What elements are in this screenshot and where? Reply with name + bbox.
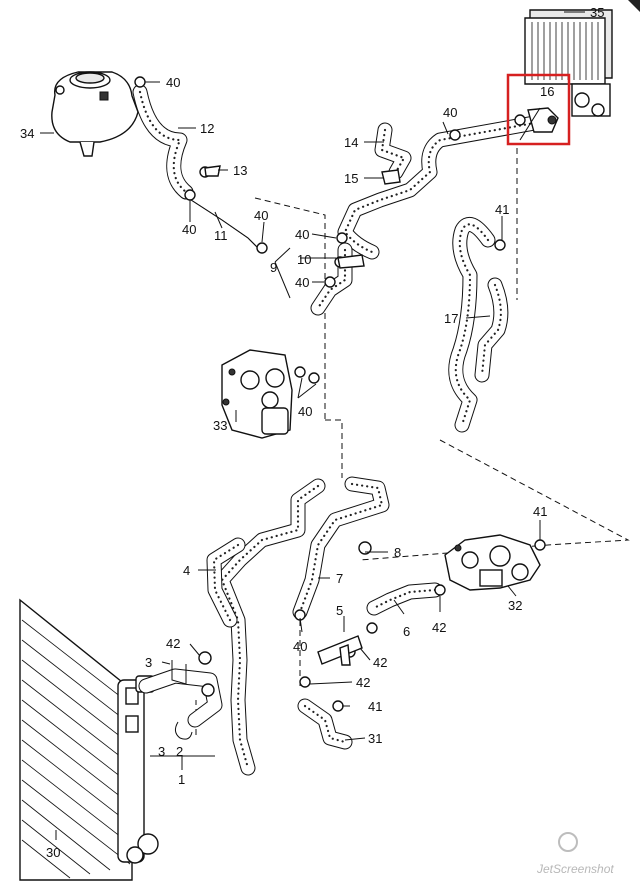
radiator [19, 598, 159, 881]
label-3: 3 [145, 655, 152, 670]
label-35: 35 [590, 5, 604, 20]
label-32: 32 [508, 598, 522, 613]
highlight-box [506, 73, 571, 146]
leader-lines [40, 11, 585, 840]
label-40: 40 [293, 639, 307, 654]
label-1: 1 [178, 772, 185, 787]
label-14: 14 [344, 135, 358, 150]
part-3 [171, 660, 193, 740]
label-13: 13 [233, 163, 247, 178]
label-40: 40 [182, 222, 196, 237]
label-33: 33 [213, 418, 227, 433]
label-3: 3 [158, 744, 165, 759]
label-2: 2 [176, 744, 183, 759]
hose-17 [448, 217, 509, 433]
label-6: 6 [403, 624, 410, 639]
hose-14 [337, 114, 548, 260]
label-4: 4 [183, 563, 190, 578]
label-42: 42 [432, 620, 446, 635]
label-15: 15 [344, 171, 358, 186]
label-40: 40 [254, 208, 268, 223]
label-7: 7 [336, 571, 343, 586]
label-42: 42 [166, 636, 180, 651]
dashed-assembly-lines [195, 148, 630, 735]
watermark: JetScreenshot [536, 832, 614, 876]
hose-12 [132, 84, 194, 200]
label-8: 8 [394, 545, 401, 560]
label-30: 30 [46, 845, 60, 860]
hose-11 [187, 197, 261, 251]
coolant-flange [221, 349, 293, 439]
label-41: 41 [533, 504, 547, 519]
label-9: 9 [270, 260, 277, 275]
label-40: 40 [298, 404, 312, 419]
label-31: 31 [368, 731, 382, 746]
hose-31 [297, 698, 353, 750]
label-42: 42 [356, 675, 370, 690]
callout-labels: 35 40 12 34 13 14 40 16 15 40 11 40 41 4… [20, 5, 604, 860]
label-41: 41 [368, 699, 382, 714]
label-10: 10 [297, 252, 311, 267]
hose-6 [366, 582, 443, 616]
label-12: 12 [200, 121, 214, 136]
label-42: 42 [373, 655, 387, 670]
label-41: 41 [495, 202, 509, 217]
label-5: 5 [336, 603, 343, 618]
corner-mark [628, 0, 640, 12]
label-16: 16 [540, 84, 554, 99]
hose-2 [138, 668, 223, 728]
thermostat-housing [444, 534, 541, 591]
label-40: 40 [295, 275, 309, 290]
label-40: 40 [443, 105, 457, 120]
heater-core [524, 9, 613, 117]
label-40: 40 [166, 75, 180, 90]
part-15 [381, 169, 401, 185]
label-40: 40 [295, 227, 309, 242]
connector-16 [514, 107, 559, 133]
hose-4 [206, 478, 326, 776]
watermark-text: JetScreenshot [536, 862, 614, 876]
hose-7 [292, 476, 390, 620]
part-13 [204, 165, 221, 177]
t-piece-5 [317, 635, 363, 666]
expansion-tank [51, 71, 139, 157]
part-10 [337, 254, 365, 269]
label-34: 34 [20, 126, 34, 141]
label-11: 11 [214, 228, 228, 243]
label-17: 17 [444, 311, 458, 326]
